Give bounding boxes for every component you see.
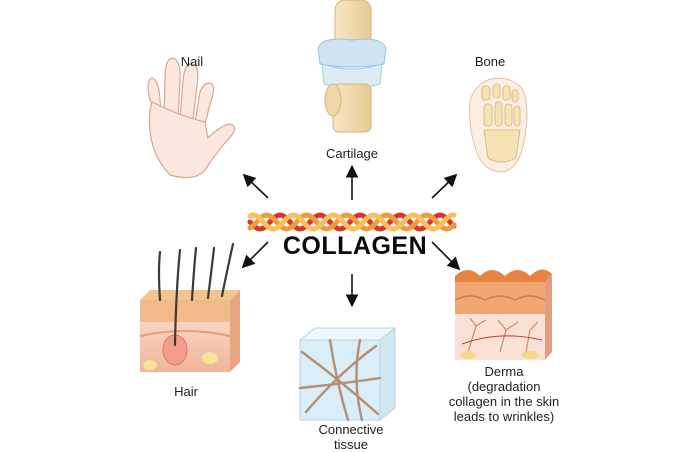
label-derma-line-3: collagen in the skin <box>448 394 560 409</box>
label-derma-line-2: (degradation <box>467 379 541 394</box>
collagen-strand-helix <box>247 212 457 232</box>
arrow-to-bone <box>431 173 458 199</box>
collagen-title: COLLAGEN <box>282 232 428 260</box>
foot-bone-illustration <box>469 77 528 173</box>
label-connective-line-2: tissue <box>334 437 368 452</box>
label-nail: Nail <box>180 54 204 69</box>
label-derma-line-4: leads to wrinkles) <box>453 409 555 424</box>
label-derma: Derma (degradation collagen in the skin … <box>440 364 568 424</box>
strand-yellow <box>247 212 457 232</box>
label-connective-tissue: Connective tissue <box>304 422 398 452</box>
label-derma-line-1: Derma <box>484 364 524 379</box>
hair-skin-illustration <box>139 242 240 372</box>
arrow-to-derma <box>431 241 461 271</box>
hand-nail-illustration <box>147 57 236 179</box>
label-hair: Hair <box>174 384 198 399</box>
connective-tissue-illustration <box>298 326 397 422</box>
arrows <box>241 164 461 308</box>
derma-illustration <box>454 269 552 360</box>
label-connective-line-1: Connective <box>318 422 384 437</box>
knee-cartilage-illustration <box>317 0 387 133</box>
label-cartilage: Cartilage <box>325 146 379 161</box>
arrow-to-nail <box>242 173 269 199</box>
label-bone: Bone <box>474 54 506 69</box>
arrow-to-hair <box>241 241 269 269</box>
